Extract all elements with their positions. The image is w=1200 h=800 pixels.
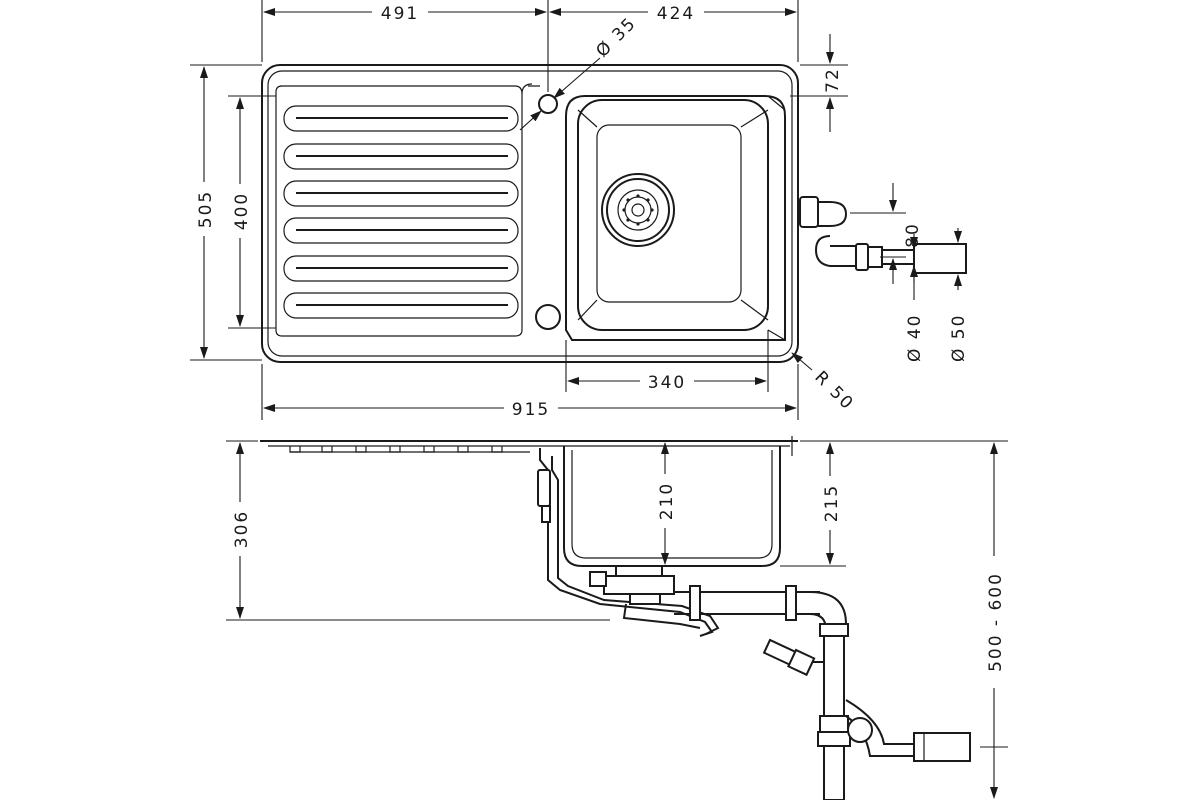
tap-hole (538, 94, 558, 114)
dim-outlet-50: Ø 50 (949, 314, 969, 362)
trap-outlet (845, 699, 914, 745)
branch-connector (762, 638, 824, 677)
drainboard-grooves (283, 105, 519, 319)
dim-overall-depth: 505 (196, 190, 216, 228)
overflow-connector (799, 196, 967, 274)
dim-corner-radius: R 50 (810, 367, 857, 414)
strainer-icon (601, 173, 675, 247)
sink-inner-rim (267, 70, 793, 357)
dim-bowl-width: 340 (648, 373, 686, 393)
dim-overflow-offset: 80 (903, 222, 923, 248)
top-dimensions: 491 424 Ø 35 72 505 400 340 (190, 0, 969, 420)
dim-total-depth: 306 (232, 510, 252, 548)
overflow-hose (539, 448, 714, 637)
side-bowl (563, 446, 781, 567)
drainboard-area (275, 85, 523, 337)
dim-inner-depth: 400 (232, 192, 252, 230)
dim-overall-width: 915 (512, 400, 550, 420)
top-view (261, 64, 967, 363)
dim-outlet-40: Ø 40 (905, 314, 925, 362)
side-view (260, 436, 971, 800)
dim-tap-hole: Ø 35 (592, 13, 640, 61)
bowl-outline (565, 95, 786, 341)
side-dimensions: 306 210 215 500 - 600 (226, 440, 1008, 799)
bowl-inner-wall (577, 99, 769, 331)
dim-front-offset: 72 (823, 67, 843, 93)
dim-bowl-section-width: 424 (657, 4, 695, 24)
dim-drainboard-width: 491 (381, 4, 419, 24)
side-grooves (289, 446, 530, 453)
dim-drain-height: 500 - 600 (986, 572, 1006, 672)
sink-outer-rim (261, 64, 799, 363)
drainboard-edge (521, 83, 540, 95)
dim-bowl-depth-inner: 210 (657, 482, 677, 520)
dim-bowl-depth-outer: 215 (822, 484, 842, 522)
overflow-hole (535, 304, 561, 330)
bowl-bottom (596, 124, 742, 303)
